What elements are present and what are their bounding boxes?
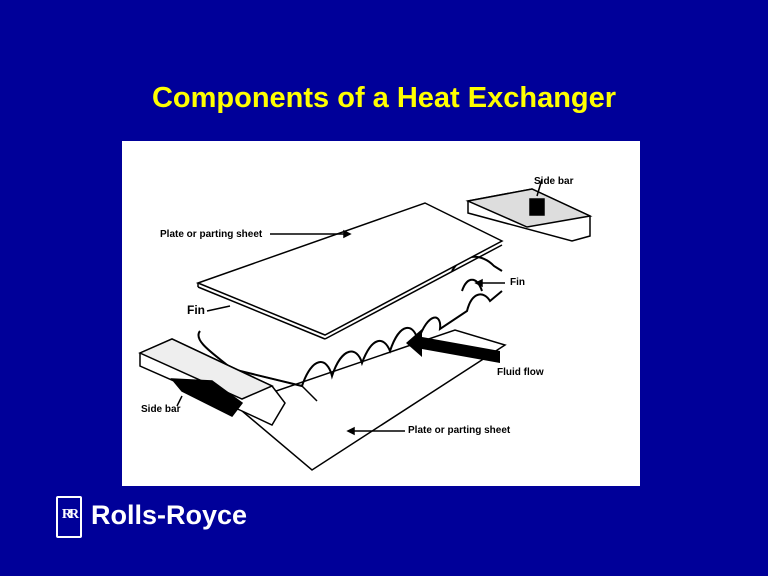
fluid-flow-arrow (406, 329, 500, 363)
rolls-royce-logo: RR (56, 496, 82, 538)
diagram-drawing (138, 178, 593, 471)
slide-title: Components of a Heat Exchanger (151, 82, 617, 114)
label-plate-top: Plate or parting sheet (160, 229, 263, 240)
top-plate (195, 202, 504, 336)
label-fin-left: Fin (187, 303, 205, 317)
label-fluid-flow: Fluid flow (497, 367, 544, 378)
bottom-plate (233, 329, 507, 471)
label-plate-bottom: Plate or parting sheet (408, 425, 511, 436)
heat-exchanger-diagram: Side bar Plate or parting sheet Fin Fin … (122, 141, 640, 486)
label-side-bar-bottom: Side bar (141, 404, 181, 415)
logo-monogram: RR (61, 507, 79, 522)
brand-name: Rolls-Royce (91, 500, 248, 530)
label-side-bar-top: Side bar (534, 176, 574, 187)
label-fin-right: Fin (510, 277, 525, 288)
fin-corrugation (197, 290, 503, 388)
